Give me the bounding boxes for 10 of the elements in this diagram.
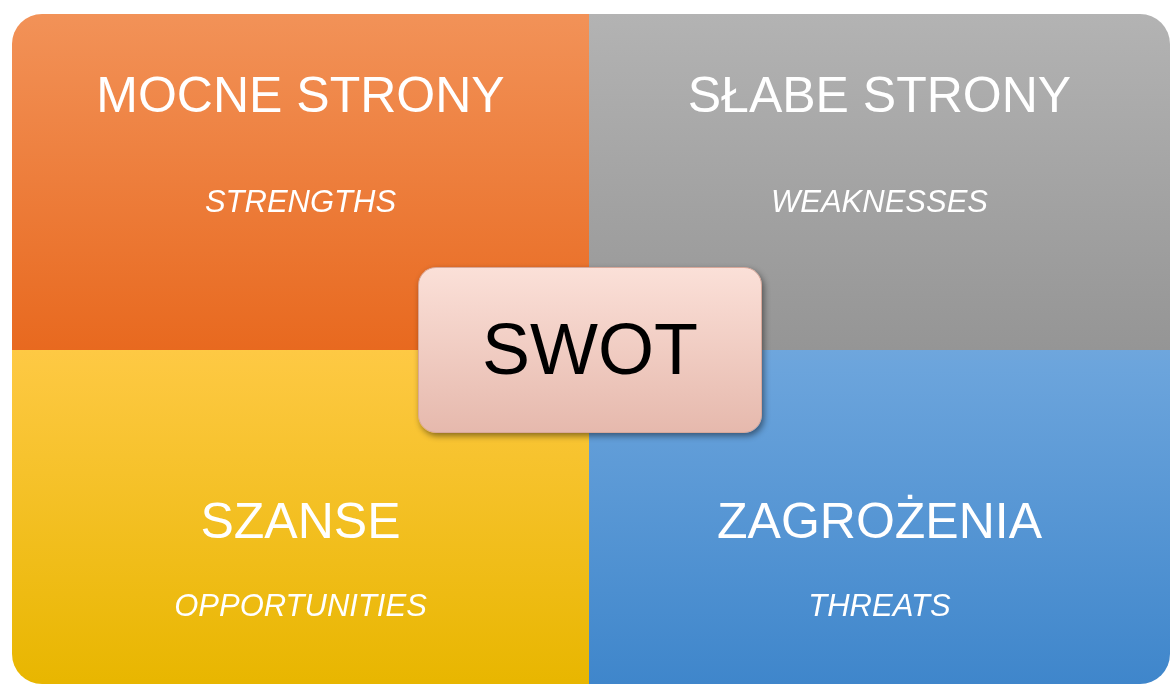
quadrant-subtitle: OPPORTUNITIES (174, 588, 427, 624)
center-box (418, 267, 762, 433)
quadrant-title: ZAGROŻENIA (717, 492, 1042, 550)
quadrant-title: SZANSE (200, 492, 401, 550)
quadrant-subtitle: WEAKNESSES (770, 184, 989, 220)
quadrant-title: SŁABE STRONY (687, 66, 1072, 124)
quadrant-subtitle: STRENGTHS (204, 184, 397, 220)
center-title: SWOT (482, 308, 698, 390)
quadrant-title: MOCNE STRONY (96, 66, 505, 124)
quadrant-subtitle: THREATS (808, 588, 951, 624)
